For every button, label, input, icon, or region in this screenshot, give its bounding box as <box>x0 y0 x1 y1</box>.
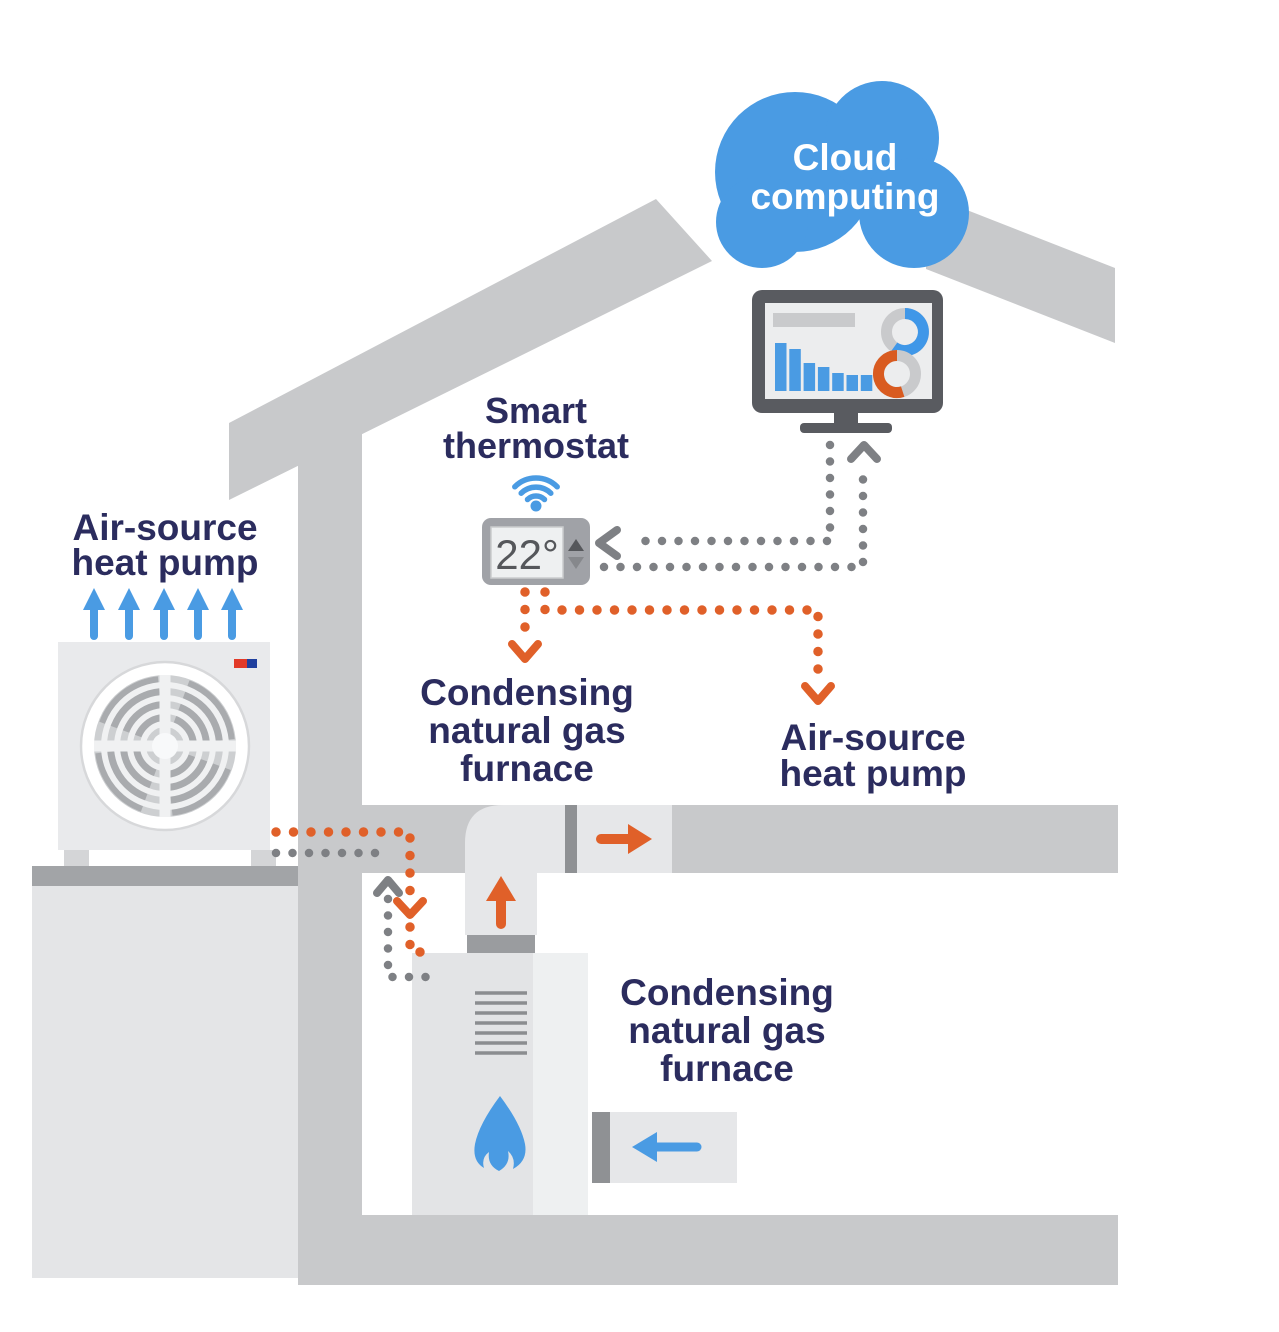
return-air-left-arrow-icon <box>632 1132 702 1162</box>
screen-bar <box>846 375 858 391</box>
roof-right <box>926 194 1115 343</box>
interior-wall <box>298 432 362 1215</box>
furnace-highlight-strip <box>533 953 588 1215</box>
screen-bar <box>832 373 844 391</box>
arrowhead-into-thermostat <box>595 526 621 560</box>
text-labels: Smart thermostat Air-source heat pump Co… <box>71 390 966 1089</box>
screen-bar <box>860 375 873 391</box>
thermostat-temperature: 22° <box>495 531 559 578</box>
wifi-icon <box>512 475 560 512</box>
smart-thermostat-label-line2: thermostat <box>443 425 629 466</box>
path-thermostat-to-monitor <box>599 467 868 572</box>
analytics-monitor <box>752 290 943 433</box>
arrowhead-into-monitor <box>847 441 881 463</box>
heat-pump-unit <box>58 588 276 866</box>
temp-up-button <box>568 539 584 551</box>
duct-connector-cap <box>467 935 535 953</box>
path-heatpump-to-furnace-lower <box>405 922 442 957</box>
basement-floor <box>298 1215 1118 1285</box>
fan-icon <box>79 660 251 832</box>
duct-elbow <box>465 805 565 873</box>
cloud-label-line1: Cloud <box>793 137 898 178</box>
furnace-target-label-line1: Condensing <box>420 672 634 713</box>
screen-donut-bottom-icon <box>873 350 921 398</box>
furnace-unit <box>412 953 737 1215</box>
heat-pump-platform <box>32 866 298 886</box>
heat-pump-logo-blue <box>247 659 257 668</box>
screen-bar <box>775 343 787 391</box>
path-thermostat-to-heatpump-label <box>540 587 823 686</box>
furnace-target-label-line2: natural gas <box>428 710 625 751</box>
furnace-unit-label-line3: furnace <box>660 1048 794 1089</box>
heat-pump-foot-left <box>64 850 89 866</box>
heat-pump-foot-right <box>251 850 276 866</box>
temp-down-button <box>568 557 584 569</box>
upper-duct-band <box>335 805 1118 873</box>
duct-divider <box>565 805 577 873</box>
return-duct-cap <box>592 1112 610 1183</box>
heat-pump-outdoor-label-line1: Air-source <box>72 507 257 548</box>
arrowhead-down-basement <box>393 897 427 919</box>
gas-flame-icon <box>474 1096 526 1171</box>
arrowhead-heatpump-label <box>801 682 835 705</box>
supply-air-right-arrow-icon <box>596 824 652 854</box>
screen-bar <box>789 349 801 391</box>
heat-pump-target-label-line1: Air-source <box>780 717 965 758</box>
path-heatpump-to-furnace-upper <box>271 827 415 901</box>
cloud-computing-shape <box>715 81 969 268</box>
screen-title-bar <box>773 313 855 327</box>
exterior-ground-wall <box>32 886 298 1278</box>
furnace-target-label-line3: furnace <box>460 748 594 789</box>
screen-bar <box>803 363 816 391</box>
furnace-unit-label-line2: natural gas <box>628 1010 825 1051</box>
furnace-vent-icon <box>475 991 527 1055</box>
monitor-stand-neck <box>834 413 858 424</box>
screen-bar-chart-icon <box>775 343 873 391</box>
arrowhead-up-basement <box>373 876 403 897</box>
roof-left <box>229 199 712 500</box>
duct-system <box>465 805 672 953</box>
heat-pump-logo-red <box>234 659 247 668</box>
arrowhead-furnace-label <box>508 640 542 663</box>
screen-bar <box>817 367 830 391</box>
supply-air-up-arrow-icon <box>486 876 516 929</box>
heat-pump-target-label-line2: heat pump <box>779 753 966 794</box>
signal-paths <box>271 440 881 982</box>
monitor-stand-base <box>800 423 892 433</box>
smart-thermostat-device: 22° <box>482 475 590 585</box>
path-monitor-to-thermostat <box>627 440 835 546</box>
exhaust-air-up-arrows-icon <box>83 588 243 640</box>
screen-donut-top-icon <box>881 308 929 356</box>
smart-thermostat-label-line1: Smart <box>485 390 587 431</box>
heat-pump-outdoor-label-line2: heat pump <box>71 542 258 583</box>
thermostat-screen <box>490 526 564 579</box>
house-structure <box>32 194 1118 1285</box>
cloud-label-line2: computing <box>750 176 939 217</box>
furnace-unit-label-line1: Condensing <box>620 972 834 1013</box>
